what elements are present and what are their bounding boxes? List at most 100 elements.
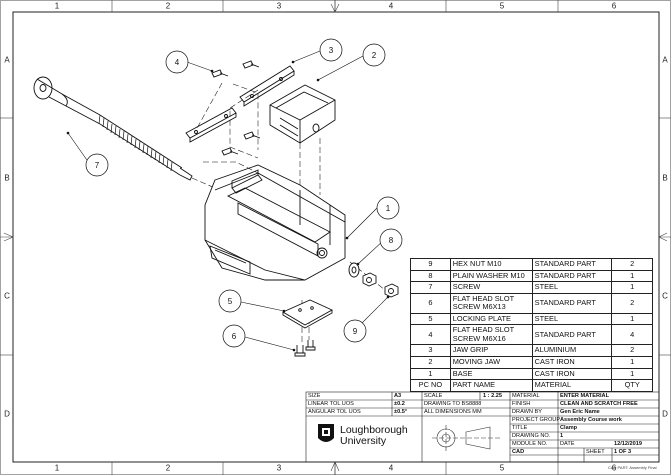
- balloon-label-3: 3: [329, 46, 334, 55]
- qty-cell: 2: [611, 292, 653, 314]
- part-name-cell: PLAIN WASHER M10: [449, 269, 533, 283]
- table-row: 7 SCREW STEEL 1: [410, 281, 653, 294]
- base-part-1: [204, 164, 346, 281]
- size-label: SIZE: [308, 393, 321, 399]
- cad-label: CAD: [512, 449, 525, 455]
- scale-value: 1 : 2.25: [483, 393, 502, 399]
- balloon-9: [343, 319, 367, 343]
- material-cell: STANDARD PART: [531, 292, 613, 314]
- title-block-frame: [305, 391, 660, 463]
- material-cell: ALUMINIUM: [531, 344, 613, 357]
- zone-col-3-bottom: 3: [276, 463, 282, 473]
- screws-part-6: [294, 340, 316, 357]
- pc-no-cell: 3: [410, 344, 451, 357]
- university-name-line-1: Loughborough: [340, 424, 408, 436]
- part-name-cell: BASE: [449, 367, 533, 381]
- table-row: 2 MOVING JAW CAST IRON 1: [410, 355, 653, 369]
- qty-cell: 1: [611, 312, 653, 326]
- locking-plate-part-5: [282, 299, 333, 329]
- university-name: Loughborough University: [340, 425, 408, 447]
- table-row: 9 HEX NUT M10 STANDARD PART 2: [410, 258, 653, 271]
- dimensions-note: ALL DIMENSIONS MM: [424, 409, 482, 415]
- drawing-no-value: 1: [560, 433, 564, 439]
- balloon-1: [376, 196, 400, 220]
- zone-col-3-top: 3: [276, 1, 282, 11]
- project-group-value: Assembly Course work: [560, 417, 622, 423]
- washer-part-8: [348, 262, 360, 278]
- material-cell: STANDARD PART: [531, 269, 613, 283]
- zone-row-b-right: B: [662, 173, 668, 183]
- pc-no-cell: 9: [410, 258, 451, 271]
- angular-tol-label: ANGULAR TOL UOS: [308, 409, 361, 415]
- balloon-3: [319, 38, 343, 62]
- angular-tol-value: ±0.5°: [394, 409, 408, 415]
- zone-col-5-top: 5: [499, 1, 505, 11]
- moving-jaw-part-2: [269, 84, 336, 144]
- part-name-cell: FLAT HEAD SLOT SCREW M6X13: [449, 292, 533, 314]
- drawing-no-label: DRAWING NO.: [512, 433, 551, 439]
- module-no-label: MODULE NO.: [512, 441, 548, 447]
- date-value: 12/12/2019: [614, 441, 642, 447]
- part-name-cell: SCREW: [449, 281, 533, 294]
- zone-row-c-right: C: [662, 291, 668, 301]
- material-label: MATERIAL: [512, 393, 540, 399]
- size-value: A3: [394, 393, 402, 399]
- zone-row-d-right: D: [662, 409, 668, 419]
- zone-col-6-top: 6: [611, 1, 617, 11]
- scale-label: SCALE: [424, 393, 443, 399]
- university-crest-icon: [318, 424, 334, 442]
- header-pc-no: PC NO: [410, 379, 451, 392]
- pc-no-cell: 7: [410, 281, 451, 294]
- zone-row-a-right: A: [662, 55, 668, 65]
- zone-col-2-bottom: 2: [165, 463, 171, 473]
- project-group-label: PROJECT GROUP: [512, 417, 561, 423]
- linear-tol-value: ±0.2: [394, 401, 405, 407]
- parts-list-header-row: PC NO PART NAME MATERIAL QTY: [410, 379, 653, 392]
- material-cell: STANDARD PART: [531, 324, 613, 346]
- table-row: 3 JAW GRIP ALUMINIUM 2: [410, 344, 653, 357]
- pc-no-cell: 6: [410, 292, 451, 314]
- qty-cell: 1: [611, 281, 653, 294]
- qty-cell: 1: [611, 269, 653, 283]
- balloon-label-8: 8: [389, 236, 394, 245]
- drawn-by-label: DRAWN BY: [512, 409, 542, 415]
- finish-label: FINISH: [512, 401, 531, 407]
- balloon-label-5: 5: [228, 297, 233, 306]
- material-cell: CAST IRON: [531, 367, 613, 381]
- part-name-cell: FLAT HEAD SLOT SCREW M6X16: [449, 324, 533, 346]
- material-cell: STEEL: [531, 281, 613, 294]
- table-row: 5 LOCKING PLATE STEEL 1: [410, 312, 653, 326]
- third-angle-projection-icon: [432, 425, 500, 451]
- zone-row-c-left: C: [4, 291, 10, 301]
- qty-cell: 2: [611, 258, 653, 271]
- zone-row-b-left: B: [4, 173, 10, 183]
- material-value: ENTER MATERIAL: [560, 393, 609, 399]
- pc-no-cell: 2: [410, 355, 451, 369]
- title-value: Clamp: [560, 425, 578, 431]
- pc-no-cell: 1: [410, 367, 451, 381]
- part-name-cell: LOCKING PLATE: [449, 312, 533, 326]
- sheet-label: SHEET: [586, 449, 605, 455]
- table-row: 8 PLAIN WASHER M10 STANDARD PART 1: [410, 269, 653, 283]
- pc-no-cell: 4: [410, 324, 451, 346]
- balloon-label-4: 4: [175, 58, 180, 67]
- balloon-4: [165, 50, 189, 74]
- balloon-6: [222, 324, 246, 348]
- header-qty: QTY: [611, 379, 653, 392]
- date-label: DATE: [560, 441, 575, 447]
- balloon-label-7: 7: [95, 161, 100, 170]
- zone-col-1-top: 1: [54, 1, 60, 11]
- zone-col-1-bottom: 1: [54, 463, 60, 473]
- university-name-line-2: University: [340, 435, 387, 447]
- zone-col-6-bottom: 6: [611, 463, 617, 473]
- balloon-label-6: 6: [232, 332, 237, 341]
- zone-row-d-left: D: [4, 409, 10, 419]
- part-name-cell: JAW GRIP: [449, 344, 533, 357]
- balloon-2: [362, 43, 386, 67]
- header-material: MATERIAL: [531, 379, 613, 392]
- linear-tol-label: LINEAR TOL UOS: [308, 401, 354, 407]
- balloon-5: [218, 289, 242, 313]
- zone-row-a-left: A: [4, 55, 10, 65]
